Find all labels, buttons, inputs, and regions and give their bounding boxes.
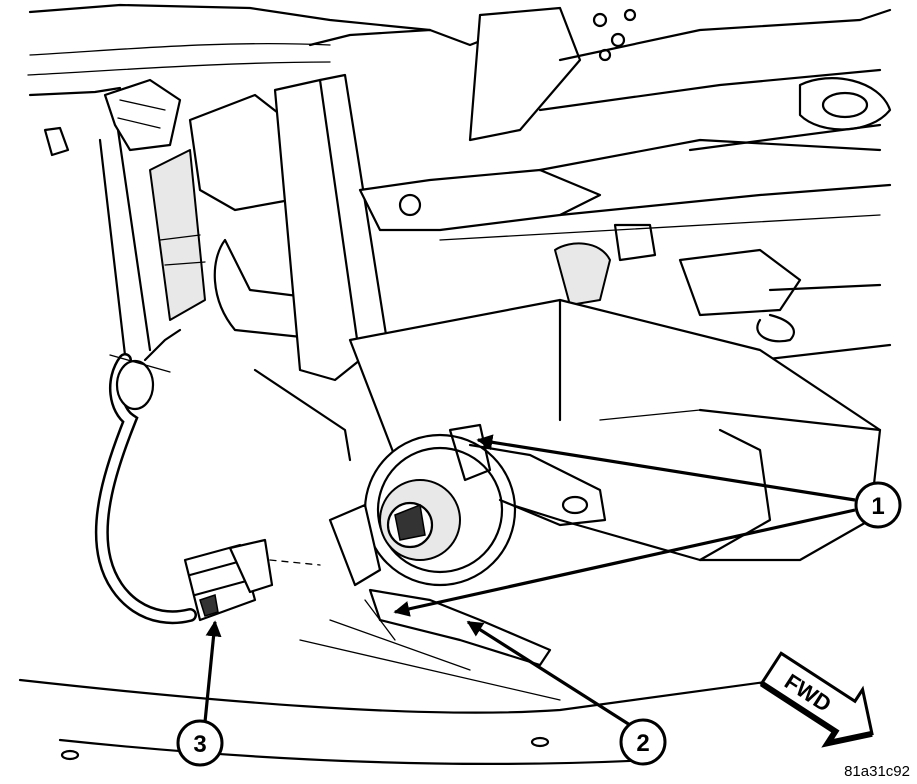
clockspring-assembly: [328, 423, 607, 667]
harness-connector: [183, 538, 321, 622]
leader-lines: [203, 434, 856, 727]
figure-id: 81a31c92: [844, 763, 910, 780]
callout-1: 1: [854, 481, 902, 529]
leader-2: [466, 620, 631, 727]
leader-1a: [476, 434, 856, 502]
leader-1b: [393, 508, 856, 617]
callout-2: 2: [619, 718, 667, 766]
callout-2-label: 2: [636, 730, 649, 757]
callout-1-label: 1: [871, 493, 884, 520]
callout-3: 3: [176, 719, 224, 767]
callout-3-label: 3: [193, 731, 206, 758]
fwd-direction-arrow: FWD: [759, 651, 874, 748]
leader-3: [203, 620, 222, 723]
wire-harness: [94, 328, 197, 625]
